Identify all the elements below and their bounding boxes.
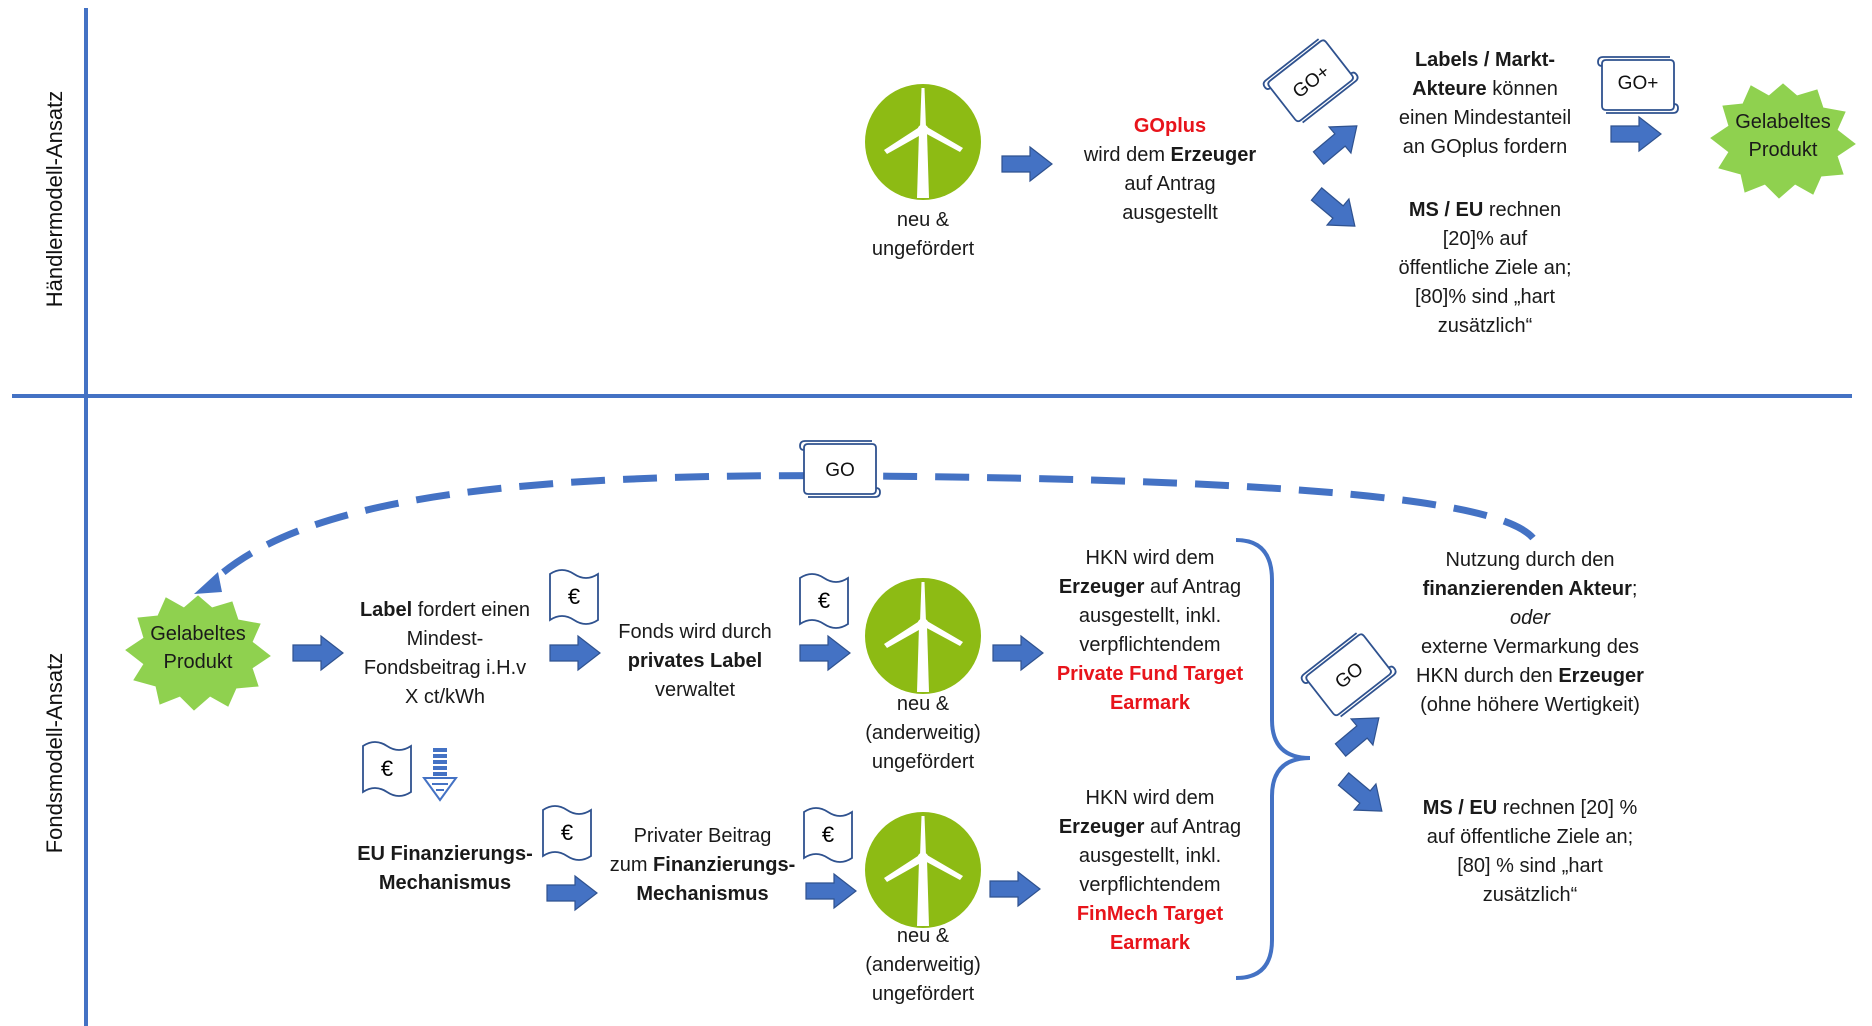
- euro-note-icon: €: [549, 569, 599, 625]
- arrow-down-right-icon: [1337, 772, 1383, 812]
- wind-turbine-icon-bottom-2: [865, 812, 981, 928]
- arrow-right-icon: [292, 635, 344, 671]
- section-label-top: Händlermodell-Ansatz: [42, 90, 67, 308]
- arrow-up-right-icon: [1334, 717, 1380, 757]
- svg-text:€: €: [568, 584, 580, 609]
- eu-financing-mechanism-text: EU Finanzierungs- Mechanismus: [357, 843, 533, 894]
- private-contribution-text: Privater Beitrag zum Finanzierungs- Mech…: [609, 825, 796, 905]
- ms-eu-bottom-text: MS / EU rechnen [20] % auf öffentliche Z…: [1422, 797, 1638, 906]
- curly-brace: [1235, 538, 1311, 980]
- wind-turbine-icon-top: [865, 84, 981, 200]
- svg-text:€: €: [381, 756, 393, 781]
- turbine-caption-top: neu & ungefördert: [871, 209, 975, 260]
- arrow-right-icon: [546, 875, 598, 911]
- scroll-goplus-tilted-icon: GO+: [1260, 33, 1361, 129]
- fund-managed-text: Fonds wird durch privates Label verwalte…: [618, 621, 772, 701]
- arrow-right-icon: [549, 635, 601, 671]
- hkn-finmech-text: HKN wird dem Erzeuger auf Antrag ausgest…: [1058, 787, 1242, 954]
- arrow-up-right-icon: [1312, 125, 1358, 165]
- svg-text:€: €: [561, 820, 573, 845]
- wind-turbine-icon-bottom-1: [865, 578, 981, 694]
- svg-text:GO: GO: [825, 460, 855, 481]
- scroll-goplus-flat-icon: GO+: [1597, 56, 1679, 114]
- arrow-right-icon: [989, 871, 1041, 907]
- svg-text:GO+: GO+: [1618, 73, 1659, 94]
- arrow-right-icon: [799, 635, 851, 671]
- ms-eu-top-text: MS / EU rechnen [20]% auf öffentliche Zi…: [1398, 199, 1572, 337]
- dashed-go-return-arc: [209, 472, 1536, 585]
- arrow-right-icon: [1001, 146, 1053, 182]
- arrow-right-icon: [1610, 116, 1662, 152]
- dashed-arc-arrowhead-icon: [194, 572, 222, 594]
- arrow-down-right-icon: [1310, 187, 1356, 227]
- svg-text:€: €: [822, 822, 834, 847]
- hkn-private-fund-text: HKN wird dem Erzeuger auf Antrag ausgest…: [1056, 547, 1244, 714]
- labeled-product-top-label: Gelabeltes Produkt: [1735, 111, 1831, 161]
- section-label-bottom: Fondsmodell-Ansatz: [42, 652, 67, 854]
- turbine-caption-bottom-1: neu & (anderweitig) ungefördert: [865, 693, 981, 773]
- striped-down-arrow-icon: [422, 748, 458, 802]
- label-requires-fund-text: Label fordert einen Mindest- Fondsbeitra…: [359, 599, 531, 708]
- usage-by-financing-actor-text: Nutzung durch den finanzierenden Akteur;…: [1416, 549, 1644, 716]
- turbine-caption-bottom-2: neu & (anderweitig) ungefördert: [865, 925, 981, 1005]
- arrow-right-icon: [805, 873, 857, 909]
- labeled-product-bottom-label: Gelabeltes Produkt: [150, 623, 246, 673]
- euro-note-icon: €: [542, 805, 592, 861]
- svg-text:€: €: [818, 588, 830, 613]
- scroll-go-top-icon: GO: [799, 440, 881, 498]
- labels-market-actors-text: Labels / Markt- Akteure können einen Min…: [1398, 49, 1572, 158]
- euro-note-icon: €: [362, 741, 412, 797]
- euro-note-icon: €: [803, 807, 853, 863]
- scroll-go-right-icon: GO: [1298, 627, 1399, 723]
- goplus-issued-text: GOplus wird dem Erzeuger auf Antrag ausg…: [1083, 115, 1257, 224]
- euro-note-icon: €: [799, 573, 849, 629]
